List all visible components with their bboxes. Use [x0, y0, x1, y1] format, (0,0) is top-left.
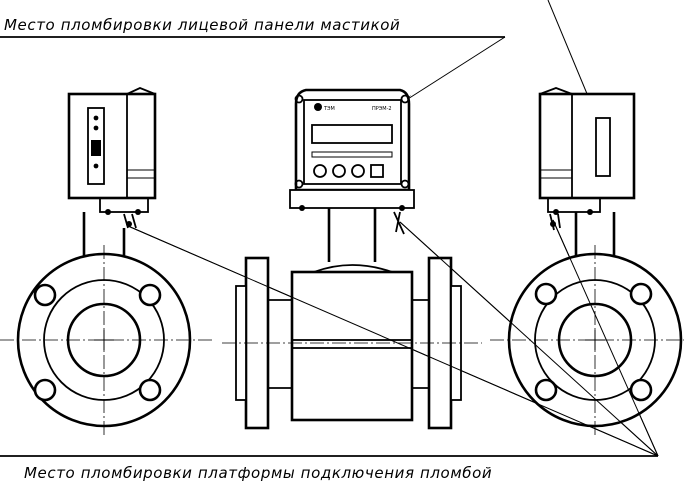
center-bolt-icon	[299, 205, 305, 211]
left-bolt-icon	[135, 209, 141, 215]
panel-button-2	[332, 164, 346, 178]
panel-connector	[370, 164, 384, 178]
right-center-cross	[585, 330, 605, 350]
center-bolt-icon	[399, 205, 405, 211]
panel-button-3	[351, 164, 365, 178]
right-connection-platform	[547, 197, 601, 213]
right-bolt-icon	[553, 209, 559, 215]
center-front-panel	[303, 99, 402, 185]
left-bolt-hole	[138, 378, 162, 402]
panel-button-1	[313, 164, 327, 178]
right-housing	[538, 92, 636, 200]
left-bolt-hole	[33, 378, 57, 402]
right-bolt-hole	[534, 378, 558, 402]
left-bolt-icon	[105, 209, 111, 215]
left-screw-icon	[93, 115, 99, 121]
left-label-plate	[91, 140, 101, 156]
lcd-display	[311, 124, 393, 144]
model-text: ПРЭМ-2	[372, 106, 392, 112]
center-panel-screw-icon	[400, 179, 410, 189]
right-housing-top	[539, 87, 573, 95]
right-housing-front	[571, 93, 635, 199]
bottom-leader-center-overlay	[399, 221, 659, 457]
right-cover-strip	[595, 117, 611, 177]
left-housing-top	[126, 87, 156, 95]
left-bolt-hole	[33, 283, 57, 307]
brand-text: ТЭМ	[323, 106, 335, 112]
center-body	[290, 270, 414, 422]
right-bolt-icon	[587, 209, 593, 215]
center-front-view: ТЭМ ПРЭМ-2	[222, 88, 482, 430]
bottom-seal-label: Место пломбировки платформы подключения …	[24, 464, 492, 482]
right-side-view	[490, 87, 684, 435]
center-panel-screw-icon	[294, 94, 304, 104]
left-bolt-hole	[138, 283, 162, 307]
bottom-leader-left-overlay	[127, 225, 659, 457]
center-connection-platform	[289, 189, 415, 209]
center-body-band	[291, 339, 413, 349]
left-connection-platform	[99, 197, 149, 213]
center-panel-screw-icon	[294, 179, 304, 189]
center-seal-wire	[393, 211, 405, 235]
bottom-leader-right-overlay	[552, 219, 659, 457]
left-screw-icon	[93, 125, 99, 131]
left-screw-icon	[93, 163, 99, 169]
center-panel-screw-icon	[400, 94, 410, 104]
top-leader-to-front-panel	[399, 36, 506, 105]
left-housing-front	[68, 93, 128, 199]
left-seal-icon	[126, 221, 132, 227]
button-label-strip	[311, 151, 393, 158]
brand-logo-icon	[314, 103, 322, 111]
left-side-view	[0, 87, 215, 435]
right-bolt-hole	[629, 282, 653, 306]
right-bolt-hole	[534, 282, 558, 306]
left-cover-strip	[87, 107, 105, 185]
left-center-cross	[94, 330, 114, 350]
left-housing	[67, 92, 157, 200]
right-bolt-hole	[629, 378, 653, 402]
top-seal-label: Место пломбировки лицевой панели мастико…	[4, 16, 400, 34]
